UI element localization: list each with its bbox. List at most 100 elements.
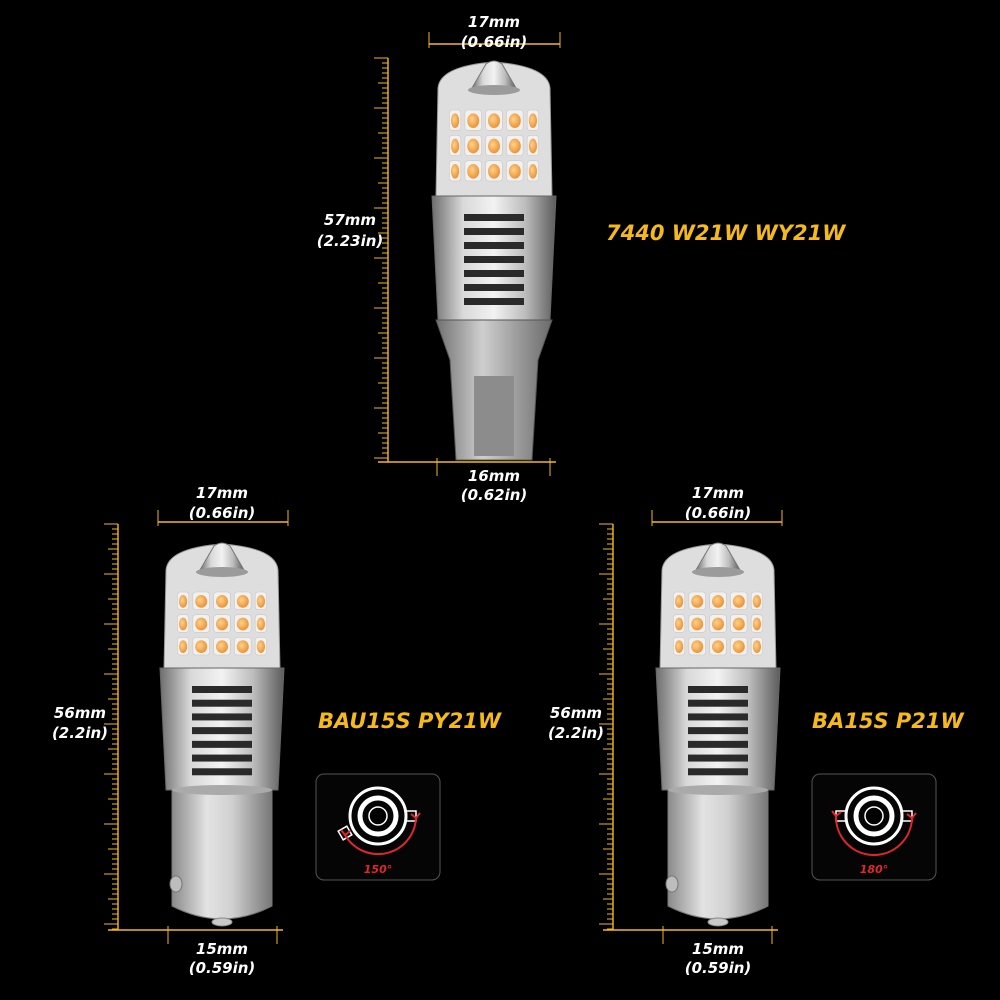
led-diode [732, 617, 745, 631]
base-rim [668, 785, 768, 795]
bulb-labels-2: 17mm(0.66in)56mm(2.2in)15mm(0.59in)BAU15… [52, 484, 502, 977]
dome-collar [196, 567, 248, 577]
led-diode [256, 594, 266, 608]
arrowhead-icon [340, 829, 351, 837]
pin-angle-badge: 180° [811, 773, 937, 881]
base-mm-label: 16mm [468, 467, 520, 485]
width-in-label: (0.66in) [685, 504, 752, 522]
socket-center-icon [368, 806, 388, 826]
width-mm-label: 17mm [468, 13, 520, 31]
fin-slot [688, 740, 748, 748]
contact-tip [707, 917, 729, 927]
height-in-label: (2.2in) [548, 724, 604, 742]
led-diode [488, 138, 500, 154]
bayonet-pin [169, 875, 183, 893]
base-in-label: (0.59in) [685, 959, 752, 977]
base-rim [172, 785, 272, 795]
bulb-3 [655, 542, 781, 927]
width-mm-label: 17mm [196, 484, 248, 502]
pin-angle-label: 180° [860, 863, 888, 876]
badge-frame [315, 773, 441, 881]
bayonet-base [667, 789, 769, 920]
base-in-label: (0.62in) [461, 486, 528, 504]
led-diode [508, 113, 521, 128]
led-diode [732, 594, 745, 608]
led-diode [236, 594, 249, 608]
led-diode [712, 594, 724, 608]
led-diode [256, 640, 266, 654]
dome-collar [692, 567, 744, 577]
fin-slot [192, 740, 252, 748]
fin-slot [688, 699, 748, 707]
height-in-label: (2.2in) [52, 724, 108, 742]
led-diode [236, 640, 249, 654]
height-mm-label: 56mm [54, 704, 106, 722]
bulb-labels-1: 17mm(0.66in)57mm(2.23in)16mm(0.62in)7440… [317, 13, 846, 504]
led-diode [508, 138, 521, 154]
socket-center-icon [864, 806, 884, 826]
fin-slot [688, 727, 748, 735]
led-diode [674, 617, 684, 631]
led-diode [732, 640, 745, 654]
base-mm-label: 15mm [196, 940, 248, 958]
height-mm-label: 56mm [550, 704, 602, 722]
led-diode [752, 640, 762, 654]
base-in-label: (0.59in) [189, 959, 256, 977]
led-diode [178, 594, 188, 608]
arrowhead-icon [906, 812, 917, 820]
led-diode [691, 594, 704, 608]
bulb-labels-3: 17mm(0.66in)56mm(2.2in)15mm(0.59in)BA15S… [548, 484, 965, 977]
led-diode [178, 640, 188, 654]
fin-slot [192, 713, 252, 721]
fin-slot [192, 754, 252, 762]
fin-slot [192, 699, 252, 707]
top-dome [695, 542, 741, 571]
led-diode [195, 640, 208, 654]
width-in-label: (0.66in) [461, 33, 528, 51]
height-ruler [374, 32, 561, 476]
width-in-label: (0.66in) [189, 504, 256, 522]
led-diode [674, 594, 684, 608]
fin-slot [192, 768, 252, 776]
led-diode [256, 617, 266, 631]
height-ruler [599, 510, 783, 944]
base-mm-label: 15mm [692, 940, 744, 958]
arrowhead-icon [410, 812, 421, 820]
led-diode [216, 594, 228, 608]
led-diode [691, 640, 704, 654]
contact-tip [211, 917, 233, 927]
fin-slot [192, 686, 252, 693]
fin-slot [464, 284, 524, 291]
fin-slot [464, 256, 524, 263]
led-diode [450, 113, 460, 128]
top-dome [199, 542, 245, 571]
led-diode [216, 617, 228, 631]
bayonet-pin [665, 875, 679, 893]
rotation-arrow-icon [344, 817, 417, 856]
pin-angle-badge: 150° [315, 773, 441, 881]
top-dome [471, 60, 517, 89]
led-diode [712, 640, 724, 654]
fin-slot [464, 270, 524, 277]
led-diode [674, 640, 684, 654]
fin-slot [464, 214, 524, 221]
fin-slot [464, 228, 524, 235]
badge-frame [811, 773, 937, 881]
led-diode [528, 164, 538, 179]
led-diode [528, 113, 538, 128]
led-diode [488, 113, 500, 128]
fin-slot [464, 298, 524, 305]
model-label: BA15S P21W [812, 709, 965, 733]
led-diode [508, 164, 521, 179]
led-diode [691, 617, 704, 631]
led-diode [450, 164, 460, 179]
bayonet-base [171, 789, 273, 920]
arrowhead-icon [831, 810, 842, 818]
fin-slot [688, 713, 748, 721]
led-diode [467, 164, 480, 179]
led-diode [712, 617, 724, 631]
fin-slot [688, 686, 748, 693]
led-diode [467, 113, 480, 128]
bulb-1 [431, 60, 557, 461]
